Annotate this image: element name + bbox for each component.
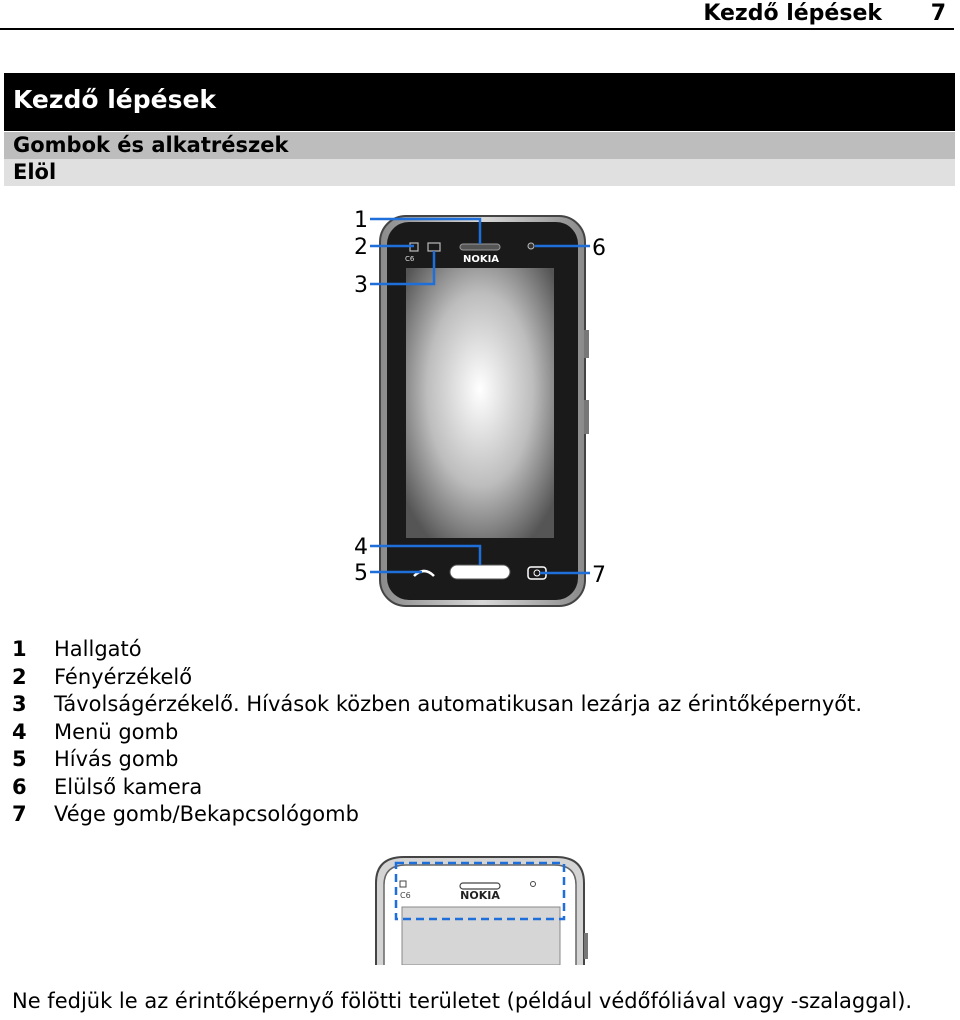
- callout-3: 3: [354, 273, 368, 298]
- part-label: Távolságérzékelő. Hívások közben automat…: [54, 692, 863, 716]
- earpiece: [459, 243, 501, 251]
- side-key: [584, 330, 589, 358]
- part-number: 3: [12, 692, 27, 716]
- side-key: [584, 933, 588, 959]
- subsection-subtitle: Elöl: [13, 160, 57, 184]
- callout-7: 7: [592, 563, 606, 588]
- list-item: 5 Hívás gomb: [12, 746, 952, 774]
- model-label: C6: [400, 891, 411, 900]
- list-item: 2 Fényérzékelő: [12, 664, 952, 692]
- part-label: Hívás gomb: [54, 747, 179, 771]
- list-item: 6 Elülső kamera: [12, 774, 952, 802]
- subsection-heading-bar: Gombok és alkatrészek: [4, 132, 955, 159]
- call-key: [413, 569, 435, 577]
- callout-4: 4: [354, 535, 368, 560]
- running-header: Kezdő lépések 7: [0, 0, 954, 30]
- touch-screen: [401, 906, 561, 965]
- menu-key: [449, 564, 511, 580]
- phone-front-illustration: NOKIA C6 1 2 3 4 5 6 7: [354, 208, 606, 607]
- phone-top-illustration: NOKIA C6: [375, 856, 588, 965]
- running-header-title: Kezdő lépések: [703, 1, 882, 26]
- subsection-title: Gombok és alkatrészek: [13, 133, 289, 157]
- list-item: 4 Menü gomb: [12, 719, 952, 747]
- section-heading-bar: Kezdő lépések: [4, 73, 955, 131]
- touch-screen: [406, 268, 554, 538]
- part-number: 2: [12, 664, 27, 689]
- model-label: C6: [405, 255, 415, 263]
- light-sensor: [399, 880, 407, 888]
- front-camera: [530, 881, 536, 887]
- part-label: Menü gomb: [54, 719, 179, 744]
- part-label: Hallgató: [54, 637, 142, 661]
- callout-2: 2: [354, 235, 368, 260]
- earpiece: [459, 882, 501, 890]
- part-number: 6: [12, 774, 27, 799]
- part-number: 5: [12, 747, 27, 771]
- list-item: 7 Vége gomb/Bekapcsológomb: [12, 801, 952, 829]
- subsection-subtitle-bar: Elöl: [4, 159, 955, 186]
- brand-logo: NOKIA: [463, 254, 499, 265]
- part-label: Vége gomb/Bekapcsológomb: [54, 802, 359, 826]
- brand-logo: NOKIA: [460, 889, 500, 902]
- volume-key: [584, 400, 589, 434]
- list-item: 3 Távolságérzékelő. Hívások közben automa…: [12, 691, 952, 719]
- callout-5: 5: [354, 561, 368, 586]
- front-camera: [527, 242, 535, 250]
- part-number: 4: [12, 719, 27, 744]
- callout-1: 1: [354, 208, 368, 233]
- callout-6: 6: [592, 236, 606, 261]
- section-title: Kezdő lépések: [13, 85, 217, 114]
- list-item: 1 Hallgató: [12, 636, 952, 664]
- part-number: 7: [12, 802, 27, 826]
- part-label: Fényérzékelő: [54, 664, 193, 689]
- keep-clear-area: [394, 861, 566, 921]
- note-text: Ne fedjük le az érintőképernyő fölötti t…: [12, 989, 913, 1013]
- part-label: Elülső kamera: [54, 774, 203, 799]
- callout-lines: [370, 217, 590, 575]
- part-number: 1: [12, 637, 27, 661]
- page-number: 7: [930, 1, 946, 26]
- parts-list: 1 Hallgató 2 Fényérzékelő 3 Távolságérzékel…: [12, 636, 952, 829]
